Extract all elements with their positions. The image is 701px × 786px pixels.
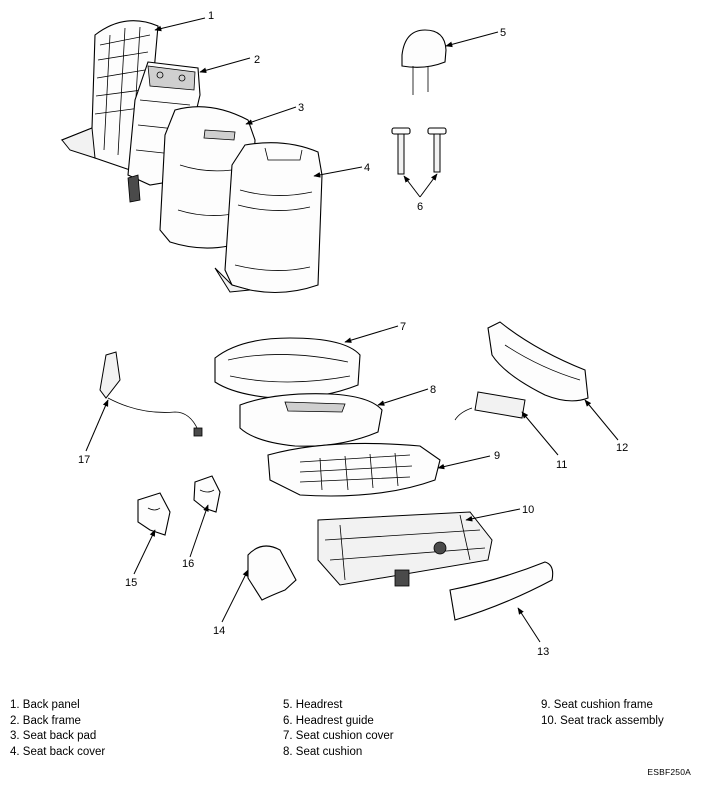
- cover-16-part: [193, 475, 221, 513]
- legend-column-3: 9. Seat cushion frame 10. Seat track ass…: [541, 698, 664, 729]
- callout-3: 3: [298, 102, 304, 114]
- legend-item: 4. Seat back cover: [10, 745, 106, 758]
- cover-14-part: [247, 545, 297, 601]
- callout-9: 9: [494, 450, 500, 462]
- callout-10: 10: [522, 504, 534, 516]
- harness-17-part: [99, 351, 203, 437]
- legend-item: 5. Headrest: [283, 699, 343, 711]
- legend-item: 2. Back frame: [10, 714, 81, 727]
- callout-4: 4: [364, 162, 370, 174]
- seat-cushion-part: [239, 393, 383, 447]
- callout-6: 6: [417, 201, 423, 213]
- legend-item: 9. Seat cushion frame: [541, 699, 653, 711]
- seat-track-part: [317, 511, 493, 587]
- legend-item: 1. Back panel: [10, 699, 80, 711]
- callout-5: 5: [500, 27, 506, 39]
- legend-column-2: 5. Headrest 6. Headrest guide 7. Seat cu…: [283, 698, 394, 760]
- side-trim-12-part: [487, 321, 589, 402]
- bracket-11-part: [454, 391, 526, 421]
- headrest-part: [401, 29, 447, 95]
- callout-16: 16: [182, 558, 194, 570]
- callout-11: 11: [556, 459, 567, 471]
- callout-14: 14: [213, 625, 225, 637]
- callout-7: 7: [400, 321, 406, 333]
- callout-2: 2: [254, 54, 260, 66]
- seat-back-cover-part: [214, 142, 323, 294]
- callout-17: 17: [78, 454, 90, 466]
- seat-cushion-frame-part: [267, 442, 441, 497]
- legend-item: 3. Seat back pad: [10, 730, 97, 742]
- exploded-seat-diagram: 1 2 3 4 5 6 7 8 9 10 11 12 13 14 15 16 1…: [60, 10, 628, 658]
- legend-item: 6. Headrest guide: [283, 714, 374, 727]
- seat-cushion-cover-part: [214, 337, 361, 399]
- legend-column-1: 1. Back panel 2. Back frame 3. Seat back…: [10, 698, 105, 760]
- legend-item: 8. Seat cushion: [283, 745, 363, 758]
- callout-1: 1: [208, 10, 214, 22]
- figure-code: ESBF250A: [647, 767, 691, 777]
- cover-15-part: [137, 492, 171, 536]
- callout-8: 8: [430, 384, 436, 396]
- legend-item: 10. Seat track assembly: [541, 714, 664, 727]
- headrest-guide-part: [391, 127, 447, 175]
- front-trim-13-part: [449, 561, 554, 621]
- callout-13: 13: [537, 646, 549, 658]
- callout-15: 15: [125, 577, 137, 589]
- callout-12: 12: [616, 442, 628, 454]
- legend-item: 7. Seat cushion cover: [283, 730, 394, 742]
